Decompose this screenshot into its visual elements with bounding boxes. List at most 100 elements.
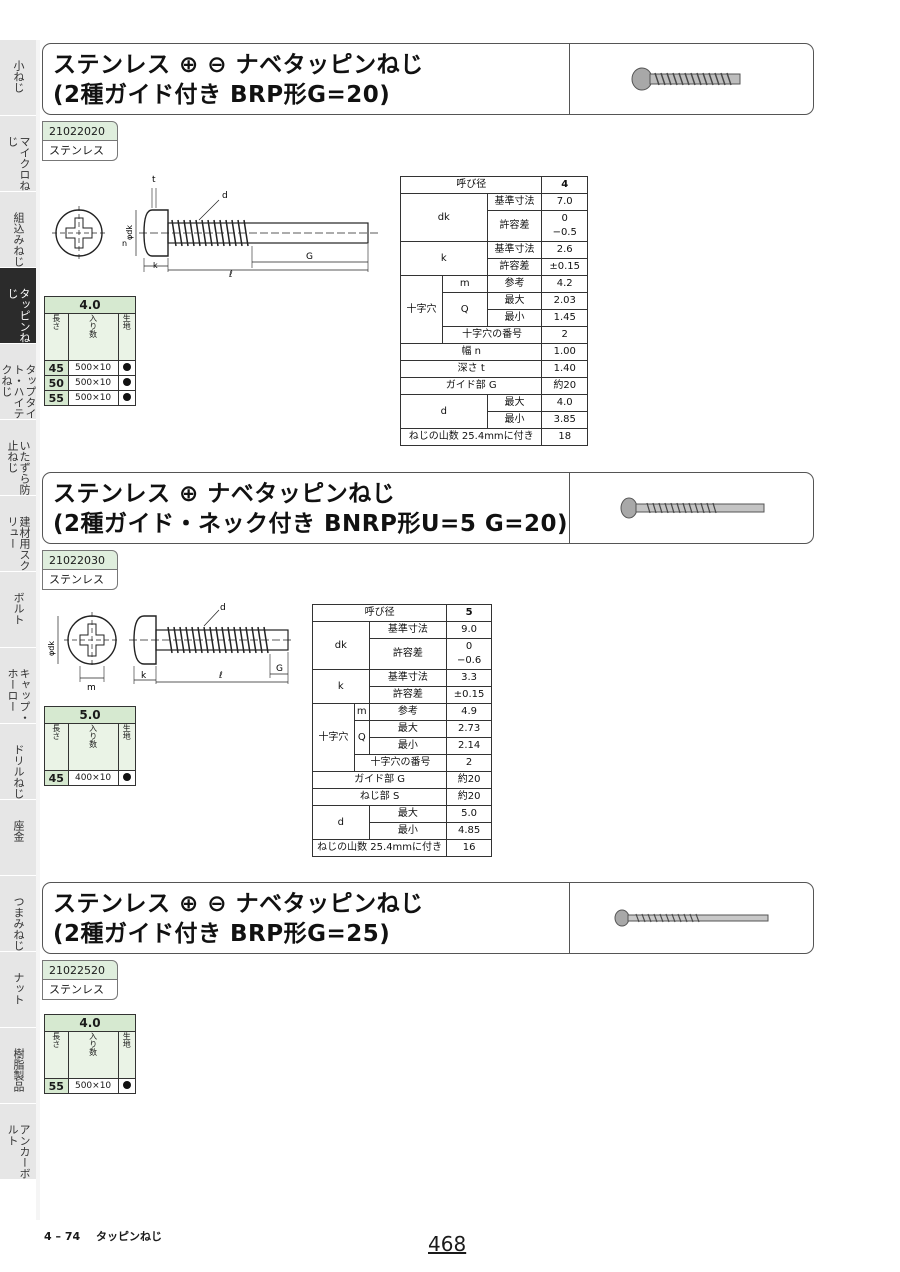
product-title: ステンレス ⊕ ⊖ ナベタッピンねじ (2種ガイド付き BRP形G=25) bbox=[53, 889, 424, 949]
product-header: ステンレス ⊕ ⊖ ナベタッピンねじ (2種ガイド付き BRP形G=25) bbox=[42, 882, 814, 954]
stock-dot-icon bbox=[122, 772, 131, 781]
spec-label: 許容差 bbox=[368, 686, 448, 704]
side-tab-label: 建材用スクリュー bbox=[6, 516, 31, 571]
side-tab-resin[interactable]: 樹脂製品 bbox=[0, 1028, 36, 1104]
qty-len-label: 長さ bbox=[51, 724, 61, 740]
spec-value: 2.73 bbox=[446, 720, 492, 738]
spec-label: 基準寸法 bbox=[486, 193, 543, 211]
stock-dot-icon bbox=[122, 362, 131, 371]
side-tab-small-screws[interactable]: 小ねじ bbox=[0, 40, 36, 116]
spec-label: 最大 bbox=[486, 292, 543, 310]
product-photo bbox=[570, 44, 814, 114]
product-code: 21022020 bbox=[42, 121, 118, 141]
spec-value: ±0.15 bbox=[541, 258, 588, 276]
spec-label: 基準寸法 bbox=[368, 669, 448, 687]
product-title-line2: (2種ガイド付き BRP形G=25) bbox=[53, 921, 391, 947]
spec-value: 1.40 bbox=[541, 360, 588, 378]
spec-value: 4.9 bbox=[446, 703, 492, 721]
side-tab-thumb-screws[interactable]: つまみねじ bbox=[0, 876, 36, 952]
header-divider bbox=[569, 883, 570, 953]
side-tab-micro-screws[interactable]: マイクロねじ bbox=[0, 116, 36, 192]
spec-value: 9.0 bbox=[446, 621, 492, 639]
side-tab-label: マイクロねじ bbox=[6, 136, 31, 191]
product-photo bbox=[570, 473, 814, 543]
side-tab-washers[interactable]: 座金 bbox=[0, 800, 36, 876]
drawing-label-dk: φdk bbox=[125, 225, 134, 240]
spec-header: 呼び径 bbox=[311, 604, 448, 622]
qty-count: 500×10 bbox=[67, 375, 119, 391]
product-code: 21022520 bbox=[42, 960, 118, 980]
qty-count: 500×10 bbox=[67, 1078, 119, 1094]
header-divider bbox=[569, 473, 570, 543]
side-tab-label: 座金 bbox=[12, 820, 25, 842]
spec-value: 16 bbox=[446, 839, 492, 857]
spec-dk: dk bbox=[312, 621, 370, 670]
side-tab-label: タップタイト・ハイテクねじ bbox=[0, 364, 36, 419]
side-tab-tamperproof[interactable]: いたずら防止ねじ bbox=[0, 420, 36, 496]
qty-mat-label: 生地 bbox=[122, 1032, 132, 1048]
side-tab-anchor-bolts[interactable]: アンカーボルト bbox=[0, 1104, 36, 1180]
product-title-line2: (2種ガイド付き BRP形G=20) bbox=[53, 82, 391, 108]
product-title-line1: ステンレス ⊕ ⊖ ナベタッピンねじ bbox=[53, 52, 424, 78]
product-material: ステンレス bbox=[42, 141, 118, 161]
spec-value: 18 bbox=[541, 428, 588, 446]
dimension-drawing: t d φdk n k ℓ G bbox=[52, 175, 379, 278]
spec-value: 2 bbox=[541, 326, 588, 344]
side-tab-cap-hollow[interactable]: キャップ・ホーロー bbox=[0, 648, 36, 724]
spec-value: 2.6 bbox=[541, 241, 588, 259]
qty-len-label: 長さ bbox=[51, 1032, 61, 1048]
product-material: ステンレス bbox=[42, 570, 118, 590]
drawing-label-m: m bbox=[87, 683, 96, 690]
drawing-label-d: d bbox=[222, 191, 228, 201]
side-tab-taptite[interactable]: タップタイト・ハイテクねじ bbox=[0, 344, 36, 420]
spec-value: 1.45 bbox=[541, 309, 588, 327]
side-tab-assembled-screws[interactable]: 組込みねじ bbox=[0, 192, 36, 268]
spec-label: 最大 bbox=[486, 394, 543, 412]
spec-value: 2.14 bbox=[446, 737, 492, 755]
spec-value: 4.2 bbox=[541, 275, 588, 293]
side-tab-nuts[interactable]: ナット bbox=[0, 952, 36, 1028]
qty-count: 500×10 bbox=[67, 390, 119, 406]
side-tab-building-screws[interactable]: 建材用スクリュー bbox=[0, 496, 36, 572]
qty-length: 45 bbox=[44, 360, 69, 376]
qty-mat-label: 生地 bbox=[122, 724, 132, 740]
drawing-label-g: G bbox=[306, 252, 313, 262]
qty-length: 55 bbox=[44, 390, 69, 406]
product-title-line2: (2種ガイド・ネック付き BNRP形U=5 G=20) bbox=[53, 511, 568, 537]
qty-mat-label: 生地 bbox=[122, 314, 132, 330]
side-tab-drill-screws[interactable]: ドリルねじ bbox=[0, 724, 36, 800]
side-tab-label: 小ねじ bbox=[12, 60, 25, 93]
spec-value: −0.6 bbox=[456, 655, 482, 666]
spec-value: 7.0 bbox=[541, 193, 588, 211]
spec-m: m bbox=[441, 275, 488, 293]
spec-label: 許容差 bbox=[486, 210, 543, 242]
spec-label: 幅 n bbox=[399, 343, 543, 361]
spec-label: 最小 bbox=[368, 822, 448, 840]
side-tab-label: 組込みねじ bbox=[12, 212, 25, 267]
footer-section-number: 4 – 74 bbox=[44, 1230, 81, 1243]
drawing-label-g: G bbox=[276, 664, 283, 674]
side-tab-bolts[interactable]: ボルト bbox=[0, 572, 36, 648]
side-tab-tapping-screws[interactable]: タッピンねじ bbox=[0, 268, 36, 344]
spec-value: −0.5 bbox=[552, 227, 577, 238]
page-number: 468 bbox=[428, 1232, 467, 1256]
spec-label: 深さ t bbox=[399, 360, 543, 378]
spec-label: 最小 bbox=[368, 737, 448, 755]
spec-label: 参考 bbox=[368, 703, 448, 721]
spec-label: 最大 bbox=[368, 805, 448, 823]
qty-size: 5.0 bbox=[44, 706, 136, 724]
spec-value: 3.3 bbox=[446, 669, 492, 687]
drawing-label-d: d bbox=[220, 603, 226, 613]
qty-size: 4.0 bbox=[44, 1014, 136, 1032]
qty-length: 55 bbox=[44, 1078, 69, 1094]
spec-label: 十字穴の番号 bbox=[353, 754, 448, 772]
side-tab-label: 樹脂製品 bbox=[12, 1048, 25, 1092]
spec-value: 1.00 bbox=[541, 343, 588, 361]
drawing-label-n: n bbox=[122, 239, 127, 248]
footer-section: 4 – 74 タッピンねじ bbox=[44, 1228, 174, 1244]
